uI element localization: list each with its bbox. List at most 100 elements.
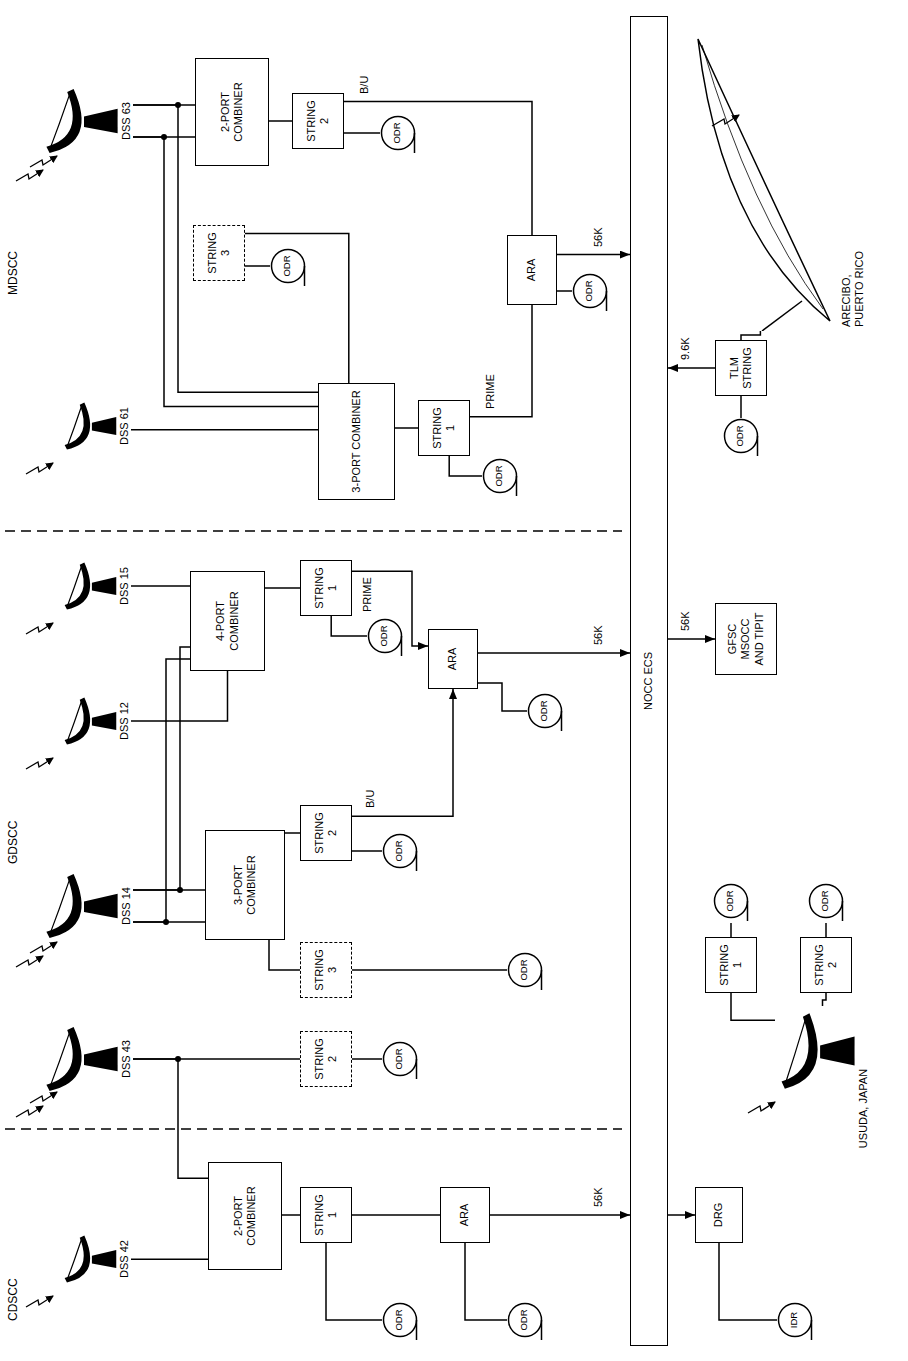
dish-feed bbox=[67, 405, 82, 448]
dish-feed bbox=[67, 700, 82, 743]
process-box: ARA bbox=[440, 1187, 490, 1243]
signal-line bbox=[352, 1214, 440, 1216]
reel-tape bbox=[401, 636, 403, 656]
node-text: 4-PORT COMBINER bbox=[214, 576, 240, 666]
dish-feed bbox=[67, 565, 82, 608]
node-text: STRING 2 bbox=[305, 98, 331, 144]
signal-line bbox=[395, 427, 418, 429]
process-box: 4-PORT COMBINER bbox=[190, 571, 265, 671]
rate-label: B/U bbox=[364, 789, 376, 809]
node-text: GFSC MSOCC AND TIPIT bbox=[726, 608, 766, 670]
node-text: ARA bbox=[525, 259, 538, 282]
signal-line bbox=[352, 850, 382, 852]
signal-line bbox=[449, 456, 482, 476]
signal-line bbox=[478, 683, 527, 711]
signal-line bbox=[282, 1214, 300, 1216]
node-text: ODR bbox=[379, 619, 389, 653]
dish-bowl bbox=[65, 562, 91, 609]
signal-line bbox=[331, 616, 367, 636]
node-text: TLM STRING bbox=[728, 345, 754, 391]
region-divider bbox=[5, 1128, 622, 1130]
antenna-station: DSS 14 bbox=[40, 866, 133, 946]
signal-line bbox=[269, 940, 300, 970]
reel-tape bbox=[414, 133, 416, 153]
region-divider bbox=[5, 530, 622, 532]
recorder-symbol: ODR bbox=[572, 273, 608, 313]
reel-outline bbox=[810, 885, 843, 918]
complex-title: GDSCC bbox=[6, 821, 20, 864]
dish-feed bbox=[67, 1238, 82, 1281]
junction-dot bbox=[161, 134, 167, 140]
dish-pedestal bbox=[84, 1047, 118, 1071]
dish-pedestal bbox=[84, 109, 118, 133]
signal-line bbox=[478, 652, 630, 654]
node-text: USUDA, JAPAN bbox=[857, 1068, 870, 1149]
node-text: DSS 15 bbox=[118, 566, 131, 606]
dish-pedestal bbox=[92, 1250, 116, 1268]
node-text: 2-PORT COMBINER bbox=[219, 63, 245, 161]
rate-label: PRIME bbox=[361, 576, 373, 613]
signal-line bbox=[557, 290, 572, 292]
reel-outline bbox=[574, 275, 607, 308]
arecibo-dish bbox=[690, 31, 840, 331]
signal-bolt bbox=[748, 1102, 775, 1113]
node-text: DSS 14 bbox=[120, 886, 133, 926]
reel-outline bbox=[725, 420, 758, 453]
recorder-symbol: IDR bbox=[777, 1302, 813, 1342]
signal-line bbox=[352, 689, 453, 816]
reel-tape bbox=[606, 291, 608, 311]
process-box: STRING 1 bbox=[300, 1187, 352, 1243]
signal-bolt bbox=[712, 115, 739, 126]
dish-bowl bbox=[46, 874, 81, 938]
signal-line bbox=[730, 923, 732, 937]
reel-tape bbox=[416, 1320, 418, 1340]
reel-outline bbox=[509, 1304, 542, 1337]
signal-line bbox=[719, 1243, 777, 1320]
process-box: GFSC MSOCC AND TIPIT bbox=[715, 603, 777, 675]
dish-pedestal bbox=[92, 712, 116, 730]
process-box: STRING 2 bbox=[292, 93, 344, 149]
recorder-symbol: ODR bbox=[367, 618, 403, 658]
reel-outline bbox=[382, 117, 415, 150]
signal-line bbox=[352, 1058, 382, 1060]
antenna-station: DSS 15 bbox=[60, 556, 131, 616]
signal-line bbox=[245, 265, 270, 267]
antenna-dish bbox=[60, 398, 118, 454]
signal-line bbox=[741, 331, 760, 340]
rate-label: B/U bbox=[358, 75, 370, 95]
node-text: ODR bbox=[519, 1303, 529, 1337]
signal-bolt bbox=[26, 758, 53, 769]
signal-line bbox=[131, 1258, 208, 1260]
node-text: ODR bbox=[539, 694, 549, 728]
process-box: STRING 1 bbox=[418, 400, 470, 456]
signal-line bbox=[133, 659, 190, 922]
reel-outline bbox=[384, 1304, 417, 1337]
recorder-symbol: ODR bbox=[507, 1302, 543, 1342]
signal-line bbox=[668, 367, 715, 369]
antenna-station: DSS 12 bbox=[60, 691, 131, 751]
recorder-symbol: ODR bbox=[382, 1302, 418, 1342]
junction-dot bbox=[175, 102, 181, 108]
signal-line bbox=[133, 1059, 208, 1178]
recorder-symbol: ODR bbox=[527, 693, 563, 733]
reel-outline bbox=[484, 460, 517, 493]
signal-line bbox=[668, 638, 715, 640]
reel-outline bbox=[509, 954, 542, 987]
complex-title: CDSCC bbox=[6, 1278, 20, 1321]
node-text: 3-PORT COMBINER bbox=[350, 390, 363, 492]
signal-bolt bbox=[30, 1092, 57, 1103]
recorder-symbol: ODR bbox=[713, 883, 749, 923]
reel-tape bbox=[541, 970, 543, 990]
node-text: ODR bbox=[394, 1042, 404, 1076]
antenna-dish bbox=[40, 83, 120, 159]
process-box: STRING 3 bbox=[300, 942, 352, 998]
process-box: STRING 2 bbox=[800, 937, 852, 993]
signal-line bbox=[344, 132, 380, 134]
antenna-dish bbox=[60, 1231, 118, 1287]
node-text: ODR bbox=[735, 419, 745, 453]
reel-outline bbox=[384, 835, 417, 868]
process-box: ARA bbox=[428, 629, 478, 689]
process-box: 3-PORT COMBINER bbox=[205, 830, 285, 940]
signal-line bbox=[490, 1214, 630, 1216]
antenna-dish bbox=[775, 1006, 857, 1096]
